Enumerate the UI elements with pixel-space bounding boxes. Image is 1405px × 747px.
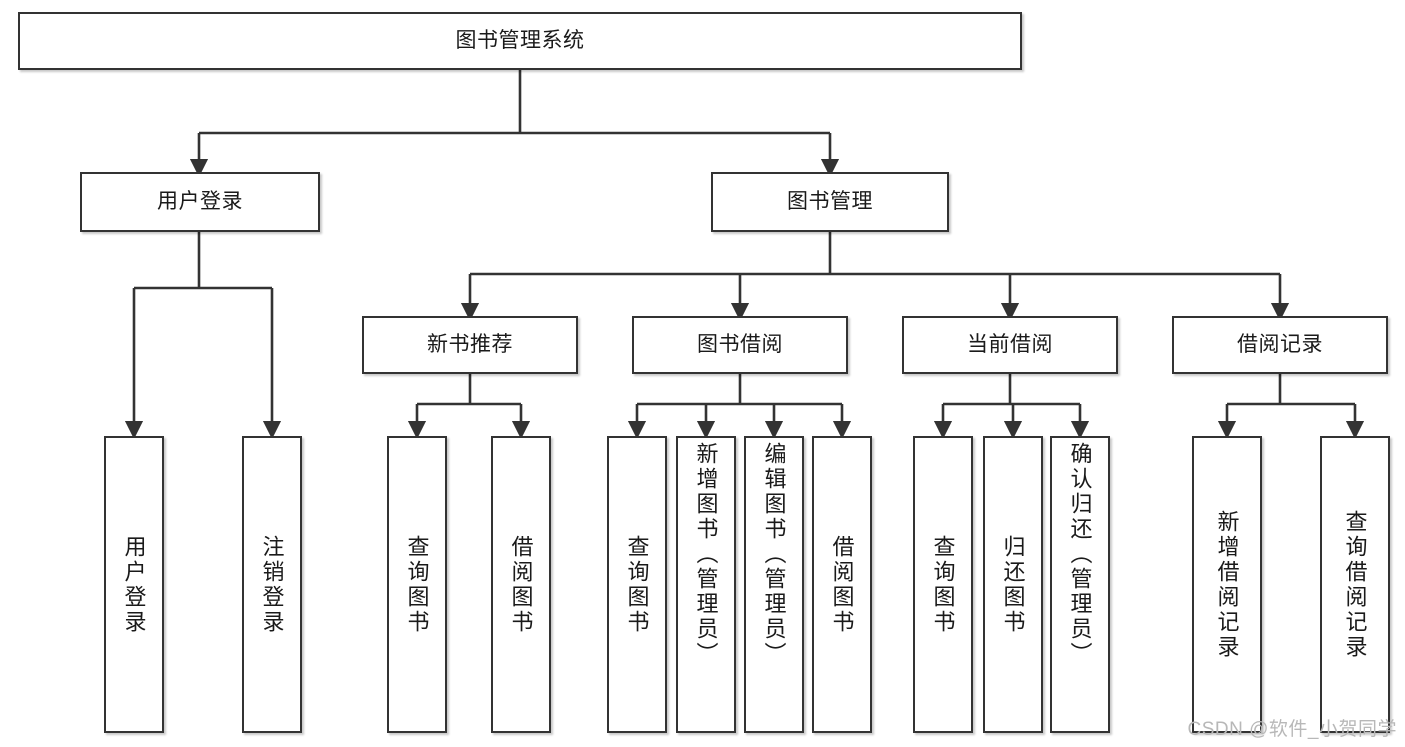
node-new-book-recommend[interactable]: 新书推荐 xyxy=(362,316,578,374)
node-leaf-add-book[interactable]: 新增图书（管理员） xyxy=(676,436,736,733)
node-leaf-edit-book-label: 编辑图书（管理员） xyxy=(761,442,787,667)
node-leaf-query-book-2[interactable]: 查询图书 xyxy=(607,436,667,733)
node-user-login[interactable]: 用户登录 xyxy=(80,172,320,232)
node-leaf-return-book-label: 归还图书 xyxy=(1000,534,1026,635)
node-root[interactable]: 图书管理系统 xyxy=(18,12,1022,70)
node-new-book-recommend-label: 新书推荐 xyxy=(427,333,513,357)
node-leaf-add-record-label: 新增借阅记录 xyxy=(1214,509,1240,660)
node-leaf-query-record[interactable]: 查询借阅记录 xyxy=(1320,436,1390,733)
node-book-management[interactable]: 图书管理 xyxy=(711,172,949,232)
watermark: CSDN @软件_小贺同学 xyxy=(1187,719,1397,740)
node-current-borrow-label: 当前借阅 xyxy=(967,333,1053,357)
node-leaf-add-book-label: 新增图书（管理员） xyxy=(693,442,719,667)
node-root-label: 图书管理系统 xyxy=(455,29,585,53)
node-leaf-query-book-3[interactable]: 查询图书 xyxy=(913,436,973,733)
node-leaf-edit-book[interactable]: 编辑图书（管理员） xyxy=(744,436,804,733)
node-leaf-confirm-return-label: 确认归还（管理员） xyxy=(1067,442,1093,667)
node-leaf-borrow-book-1[interactable]: 借阅图书 xyxy=(491,436,551,733)
node-leaf-logout[interactable]: 注销登录 xyxy=(242,436,302,733)
node-leaf-user-login-label: 用户登录 xyxy=(121,534,147,635)
node-leaf-query-book-2-label: 查询图书 xyxy=(624,534,650,635)
node-leaf-borrow-book-2-label: 借阅图书 xyxy=(829,534,855,635)
node-leaf-logout-label: 注销登录 xyxy=(259,534,285,635)
node-leaf-query-book-1-label: 查询图书 xyxy=(404,534,430,635)
node-leaf-query-book-1[interactable]: 查询图书 xyxy=(387,436,447,733)
node-leaf-return-book[interactable]: 归还图书 xyxy=(983,436,1043,733)
node-current-borrow[interactable]: 当前借阅 xyxy=(902,316,1118,374)
node-leaf-confirm-return[interactable]: 确认归还（管理员） xyxy=(1050,436,1110,733)
node-borrow-record-label: 借阅记录 xyxy=(1237,333,1323,357)
node-book-management-label: 图书管理 xyxy=(787,190,873,214)
node-leaf-query-record-label: 查询借阅记录 xyxy=(1342,509,1368,660)
node-leaf-borrow-book-1-label: 借阅图书 xyxy=(508,534,534,635)
node-user-login-label: 用户登录 xyxy=(157,190,243,214)
node-leaf-user-login[interactable]: 用户登录 xyxy=(104,436,164,733)
node-leaf-add-record[interactable]: 新增借阅记录 xyxy=(1192,436,1262,733)
node-book-borrow-label: 图书借阅 xyxy=(697,333,783,357)
node-borrow-record[interactable]: 借阅记录 xyxy=(1172,316,1388,374)
node-leaf-query-book-3-label: 查询图书 xyxy=(930,534,956,635)
node-leaf-borrow-book-2[interactable]: 借阅图书 xyxy=(812,436,872,733)
node-book-borrow[interactable]: 图书借阅 xyxy=(632,316,848,374)
